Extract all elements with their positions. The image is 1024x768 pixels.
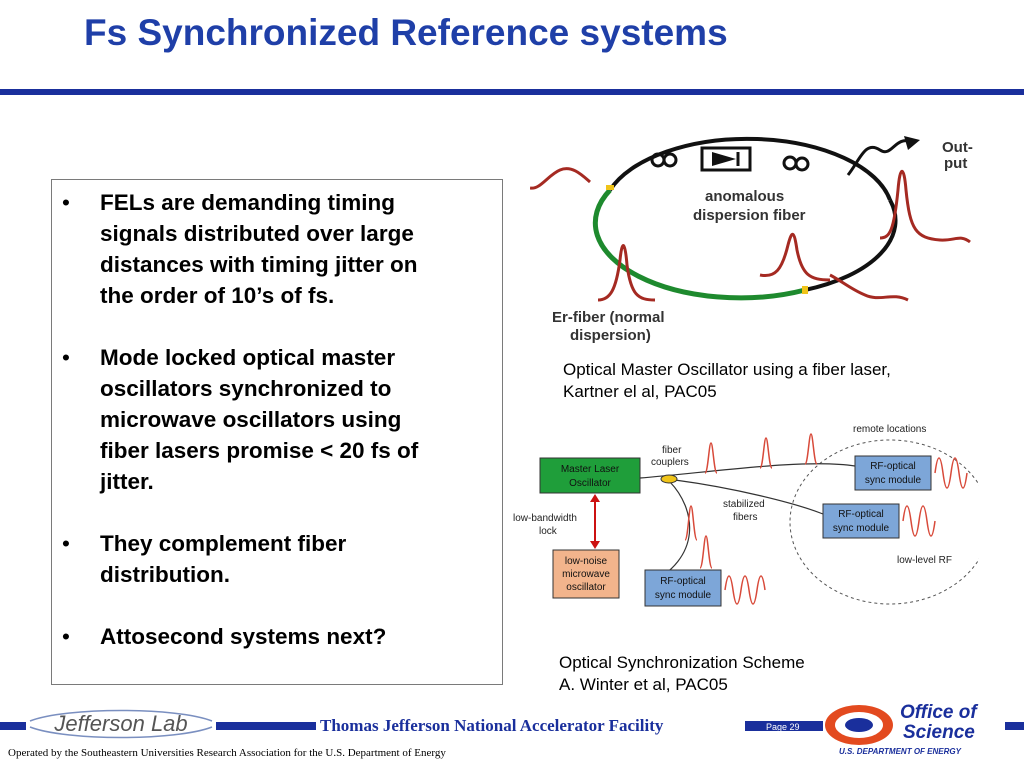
svg-text:RF-optical: RF-optical [870,461,916,472]
fiber-arc-right [804,199,898,292]
fiber-couplers-label: fiber [662,445,682,456]
fiber-coil-icon [782,155,798,171]
stabilized-fibers-label: stabilized [723,499,765,510]
bullet-dot-icon: • [62,624,70,649]
low-level-rf-label: low-level RF [897,555,952,566]
svg-text:microwave: microwave [562,569,610,580]
er-fiber-label: Er-fiber (normal [552,309,665,326]
splice-marker [802,286,808,294]
fiber-laser-diagram: Out- put anomalous dispersion fiber Er-f… [530,136,973,344]
output-arrow-icon [904,136,920,150]
svg-text:low-noise: low-noise [565,556,608,567]
pulse-wave [879,169,971,244]
bullet-dot-icon: • [62,190,70,215]
svg-text:sync module: sync module [655,590,712,601]
rf-optical-sync-box [854,455,932,491]
bullet-item: •Attosecond systems next? [62,621,482,652]
bullet-dot-icon: • [62,345,70,370]
bullet-dot-icon: • [62,531,70,556]
operated-by-note: Operated by the Southeastern Universitie… [8,747,446,759]
rf-sine-wave [724,457,968,605]
fiber-coil-icon [662,152,678,168]
svg-text:RF-optical: RF-optical [660,576,706,587]
svg-text:couplers: couplers [651,457,689,468]
anomalous-label: dispersion fiber [693,207,806,224]
figure1-caption: Optical Master Oscillator using a fiber … [563,360,891,401]
footer-bar [0,721,1024,731]
svg-text:Oscillator: Oscillator [569,478,611,489]
output-label: Out- [942,139,973,156]
optical-pulse-train [684,433,818,569]
pulse-wave [597,244,656,302]
remote-locations-label: remote locations [853,424,926,435]
splice-marker [606,185,614,190]
pulse-wave [759,232,831,282]
anomalous-fiber-arc [608,136,892,201]
fiber-coupler-icon [660,474,678,484]
anomalous-label: anomalous [705,188,784,205]
svg-text:sync module: sync module [833,523,890,534]
facility-name: Thomas Jefferson National Accelerator Fa… [318,716,666,736]
page-number: Page 29 [766,722,800,732]
fiber-coil-icon [794,156,810,172]
rf-optical-sync-box [822,503,900,539]
figure2-caption: Optical Synchronization Scheme A. Winter… [559,653,805,694]
svg-text:Master Laser: Master Laser [561,464,620,475]
svg-text:sync module: sync module [865,475,922,486]
output-label: put [944,155,967,172]
arrow-up-icon [590,494,600,502]
svg-text:Jefferson Lab: Jefferson Lab [53,711,187,736]
er-fiber-arc [592,188,806,301]
svg-text:oscillator: oscillator [566,582,606,593]
title-rule [0,89,1024,95]
pulse-wave [530,167,591,190]
output-fiber [846,139,913,176]
pulse-wave [829,273,909,302]
arrow-down-icon [590,541,600,549]
low-bandwidth-label: low-bandwidth [513,513,577,524]
optical-sync-diagram: remote locations Master Laser Oscillator… [513,424,979,607]
svg-text:lock: lock [539,526,558,537]
jefferson-lab-logo: Jefferson Lab [29,709,213,739]
er-fiber-label: dispersion) [570,327,651,344]
page-title: Fs Synchronized Reference systems [84,12,728,53]
svg-text:RF-optical: RF-optical [838,509,884,520]
doe-office-of-science-logo: Office of Science U.S. DEPARTMENT OF ENE… [823,701,1005,761]
rf-optical-sync-box [644,569,722,607]
doe-emblem-icon [825,705,893,745]
microwave-oscillator-box [552,549,620,599]
master-laser-box [539,457,641,494]
svg-text:fibers: fibers [733,512,757,523]
